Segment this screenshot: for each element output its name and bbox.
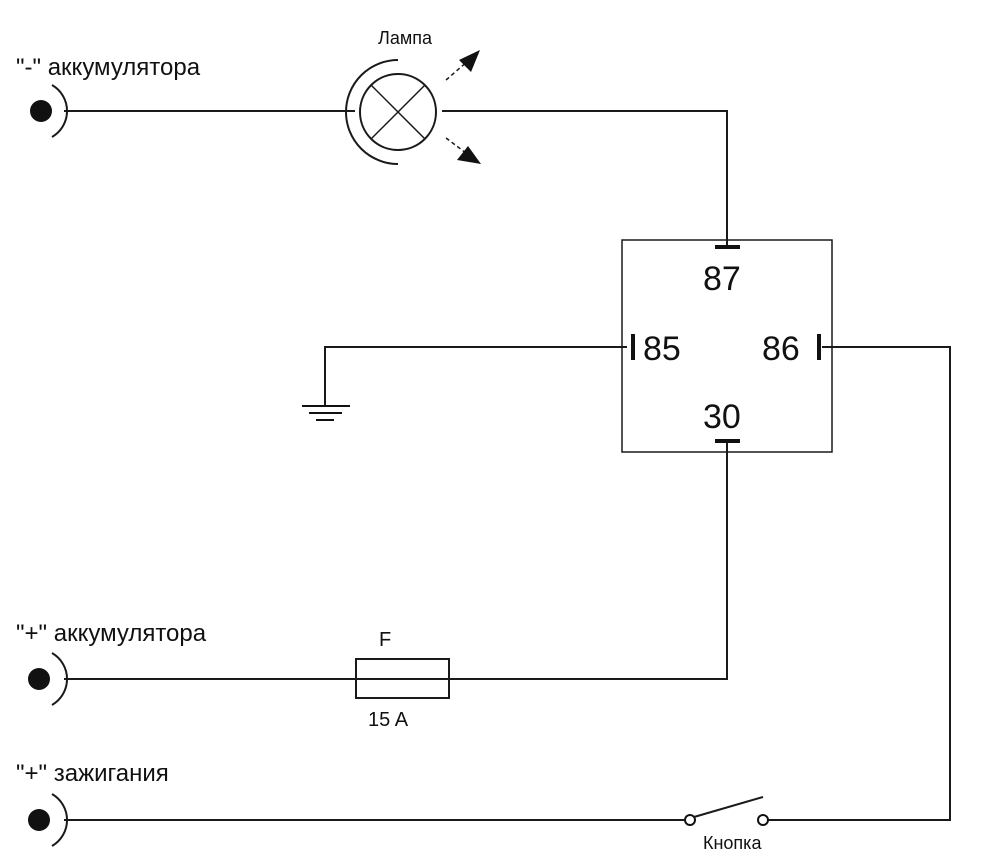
terminal-dot — [28, 668, 50, 690]
lamp-outer-arc — [345, 59, 399, 165]
relay-pin85-label: 85 — [643, 330, 681, 368]
terminal-dot — [28, 809, 50, 831]
push-button: Кнопка — [684, 796, 769, 853]
wire-lamp-pin87 — [442, 110, 728, 246]
button-contact-left — [684, 814, 696, 826]
lamp-light-arrow-up-head — [459, 50, 480, 72]
terminal-dot — [30, 100, 52, 122]
ground-symbol — [302, 405, 350, 421]
lamp: Лампа — [345, 28, 481, 165]
label-ignition-positive: "+" зажигания — [16, 760, 169, 787]
wires — [64, 110, 951, 821]
lamp-cross-b — [370, 84, 426, 140]
fuse: F 15 A — [355, 629, 450, 731]
lamp-light-arrow-down-head — [457, 146, 481, 164]
button-lever — [693, 796, 764, 818]
terminal-battery-positive: "+" аккумулятора — [16, 620, 207, 706]
label-battery-negative: "-" аккумулятора — [16, 54, 201, 81]
label-battery-positive: "+" аккумулятора — [16, 620, 207, 647]
wire-pin85-ground — [324, 346, 627, 405]
terminal-ring — [51, 84, 69, 138]
lamp-light-arrow-down-shaft — [445, 137, 467, 154]
relay-body — [621, 239, 833, 453]
terminal-ring — [51, 793, 69, 847]
relay-pin87-label: 87 — [703, 260, 741, 298]
lamp-label: Лампа — [378, 28, 433, 48]
wire-pin30-fuse — [449, 443, 728, 680]
terminal-ignition: "+" зажигания — [16, 760, 169, 847]
button-contact-right — [757, 814, 769, 826]
relay: 87 85 86 30 — [621, 239, 833, 453]
lamp-bulb — [359, 73, 437, 151]
fuse-name-label: F — [379, 629, 391, 651]
relay-pin30-label: 30 — [703, 398, 741, 436]
relay-pin86-label: 86 — [762, 330, 800, 368]
wire-pin86-button — [768, 346, 951, 821]
button-label: Кнопка — [703, 833, 762, 853]
fuse-rating-label: 15 A — [368, 709, 409, 731]
terminal-battery-negative: "-" аккумулятора — [16, 54, 201, 138]
terminal-ring — [51, 652, 69, 706]
